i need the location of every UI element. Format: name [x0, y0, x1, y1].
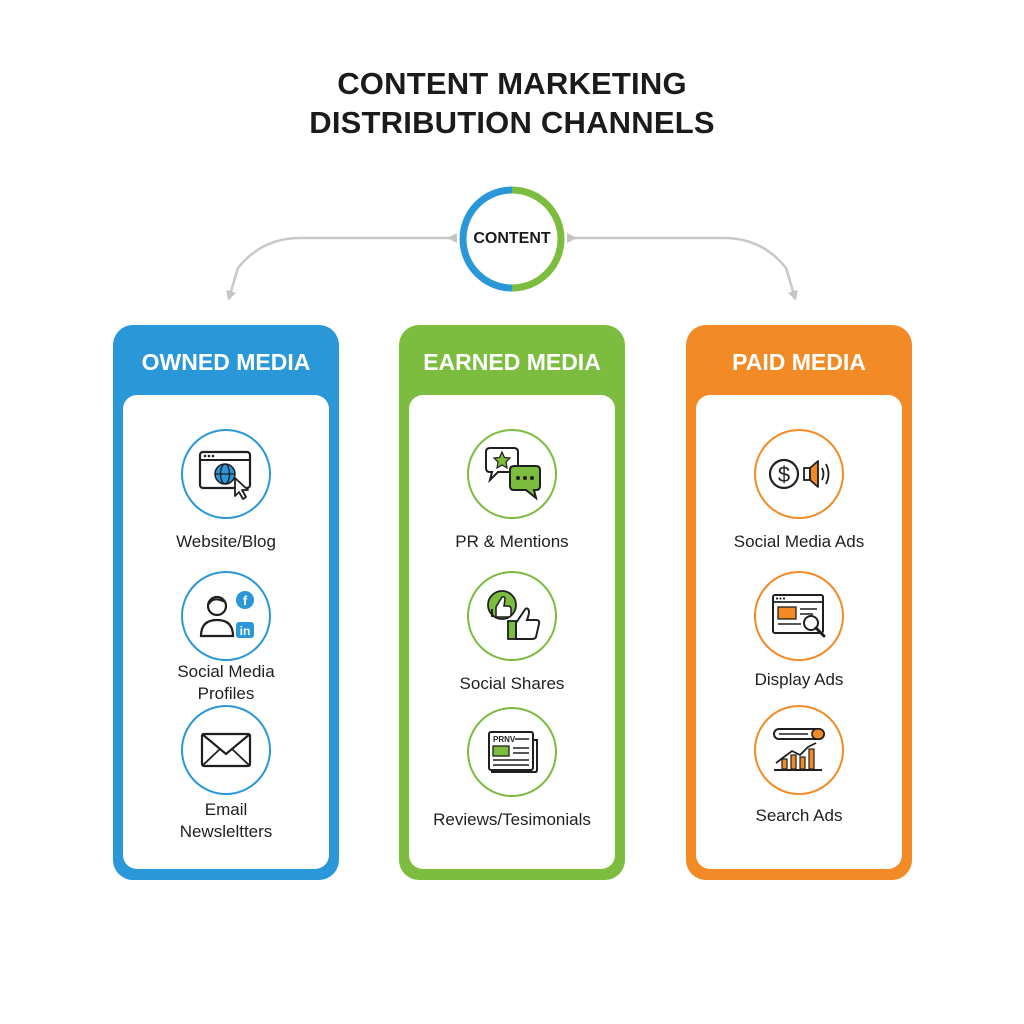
- panel-title: EARNED MEDIA: [423, 349, 601, 375]
- arrow-right: [567, 233, 798, 301]
- item-label-social-media-ads: Social Media Ads: [733, 532, 865, 551]
- item-label-pr-mentions: PR & Mentions: [455, 532, 569, 551]
- display-ad-icon: [754, 571, 844, 661]
- owned-media-panel: OWNED MEDIA Website/Blog f: [113, 325, 339, 880]
- item-label-email-newsletters: Email Newsleltters: [179, 800, 273, 841]
- svg-text:f: f: [243, 593, 248, 608]
- item-label-website-blog: Website/Blog: [176, 532, 276, 551]
- envelope-icon: [181, 705, 271, 795]
- newspaper-icon: PRNV: [467, 707, 557, 797]
- search-chart-icon: [754, 705, 844, 795]
- hub-ring-icon: [459, 186, 565, 292]
- panel-body: $ Social Media Ads: [696, 395, 902, 869]
- website-globe-icon: [181, 429, 271, 519]
- hub-label: CONTENT: [473, 230, 551, 247]
- earned-media-panel: EARNED MEDIA PR & Mentions Social Shares: [399, 325, 625, 880]
- item-label-search-ads: Search Ads: [755, 806, 843, 825]
- title-line-2: DISTRIBUTION CHANNELS: [309, 105, 715, 140]
- title-line-1: CONTENT MARKETING: [337, 66, 687, 101]
- item-label-reviews-testimonials: Reviews/Tesimonials: [433, 810, 591, 829]
- item-label-display-ads: Display Ads: [754, 670, 844, 689]
- panel-title: PAID MEDIA: [732, 349, 866, 375]
- panel-body: Website/Blog f in Social Media Profiles: [123, 395, 329, 869]
- svg-text:PRNV: PRNV: [493, 735, 516, 744]
- content-hub: CONTENT: [456, 183, 568, 295]
- svg-text:in: in: [240, 624, 251, 638]
- chat-bubbles-icon: [467, 429, 557, 519]
- arrow-left: [226, 233, 457, 301]
- thumbs-up-icon: [467, 571, 557, 661]
- item-label-social-shares: Social Shares: [459, 674, 565, 693]
- svg-text:$: $: [778, 462, 790, 487]
- diagram-title: CONTENT MARKETING DISTRIBUTION CHANNELS: [0, 64, 1024, 142]
- panel-title: OWNED MEDIA: [141, 349, 311, 375]
- paid-media-panel: PAID MEDIA $ Social Media Ads: [686, 325, 912, 880]
- item-label-social-profiles: Social Media Profiles: [177, 662, 275, 703]
- panel-body: PR & Mentions Social Shares PRNV: [409, 395, 615, 869]
- social-profile-icon: f in: [181, 571, 271, 661]
- dollar-megaphone-icon: $: [754, 429, 844, 519]
